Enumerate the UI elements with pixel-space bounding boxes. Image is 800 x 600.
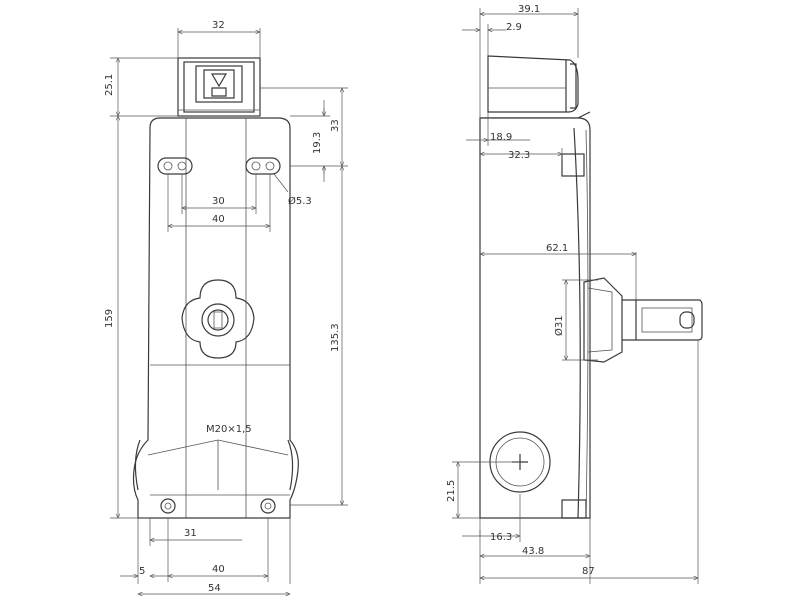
dim-base-depth: 43.8 xyxy=(522,546,544,557)
dim-head-height: 25.1 xyxy=(104,74,115,96)
front-view: 32 25.1 159 33 19.3 135.3 30 40 xyxy=(104,20,348,594)
dim-actuator-slot: 32.3 xyxy=(508,150,530,161)
dim-base-hole-spacing: 40 xyxy=(212,564,225,575)
dim-side-top-width: 39.1 xyxy=(518,4,540,15)
dim-key-reach: 62.1 xyxy=(546,243,568,254)
dim-top-width: 32 xyxy=(212,20,225,31)
dim-cable-offset: 16.3 xyxy=(490,532,512,543)
dim-slot-spacing-outer: 40 xyxy=(212,214,225,225)
dim-hole-left-offset: 31 xyxy=(184,528,197,539)
side-key-lock xyxy=(583,277,703,363)
dim-edge-offset: 5 xyxy=(139,566,145,577)
thread-label: M20×1,5 xyxy=(206,424,252,435)
base-hole-right xyxy=(260,498,276,514)
front-dimensions: 32 25.1 159 33 19.3 135.3 30 40 xyxy=(104,20,348,594)
dim-slot-spacing-inner: 30 xyxy=(212,196,225,207)
side-actuator xyxy=(480,55,591,119)
side-view: 39.1 2.9 18.9 32.3 62.1 Ø31 21.5 xyxy=(446,4,703,584)
dim-overall-width: 54 xyxy=(208,583,221,594)
side-dimensions: 39.1 2.9 18.9 32.3 62.1 Ø31 21.5 xyxy=(446,4,698,584)
front-head xyxy=(177,57,261,117)
dim-key-diameter: Ø31 xyxy=(553,315,565,336)
dim-side-top-offset: 2.9 xyxy=(506,22,522,33)
dim-overall-depth: 87 xyxy=(582,566,595,577)
dim-actuator-width: 18.9 xyxy=(490,132,512,143)
dim-overall-height: 159 xyxy=(104,309,115,328)
front-body xyxy=(132,117,299,519)
dim-slot-to-head: 19.3 xyxy=(312,132,323,154)
side-body xyxy=(479,117,591,519)
key-lock xyxy=(181,279,255,359)
dim-key-to-base: 135.3 xyxy=(330,323,341,352)
dim-slot-offset: 33 xyxy=(330,119,341,132)
dim-cable-height: 21.5 xyxy=(446,480,457,502)
dim-slot-diameter: Ø5.3 xyxy=(288,195,312,207)
mounting-slot-right xyxy=(245,157,281,175)
mounting-slot-left xyxy=(157,157,193,175)
base-hole-left xyxy=(160,498,176,514)
